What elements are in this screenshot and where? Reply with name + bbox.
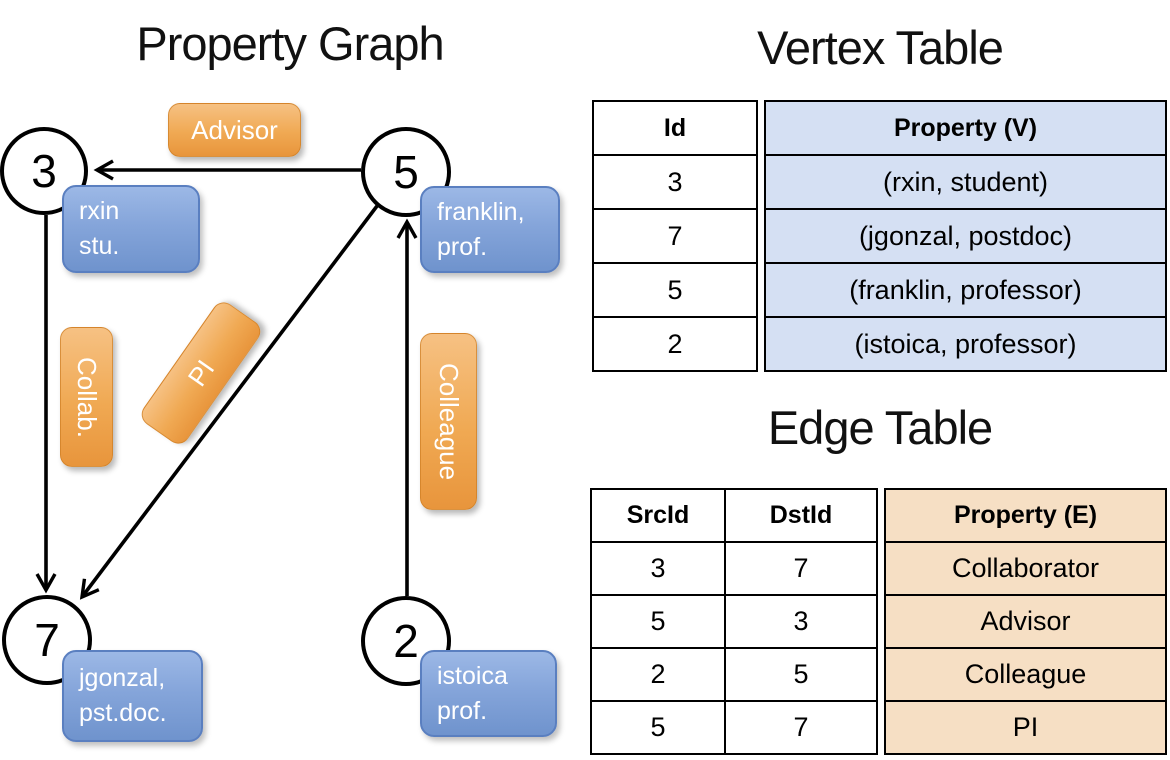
edge-property-cell: Collaborator xyxy=(884,541,1167,596)
edge-table-header-property: Property (E) xyxy=(884,488,1167,543)
edge-label-advisor: Advisor xyxy=(168,103,301,157)
edge-srcid-cell: 2 xyxy=(590,647,726,702)
vertex-id-cell: 3 xyxy=(592,154,758,210)
edge-dstid-cell: 7 xyxy=(724,700,878,755)
table-row: (istoica, professor) xyxy=(764,316,1167,372)
edge-label-text: PI xyxy=(181,354,220,392)
vertex-property-cell: (rxin, student) xyxy=(764,154,1167,210)
edge-srcid-cell: 5 xyxy=(590,700,726,755)
vertex-property-box-2: istoica prof. xyxy=(420,650,557,737)
vertex-table-header-property: Property (V) xyxy=(764,100,1167,156)
edge-label-text: Advisor xyxy=(191,114,278,145)
edge-srcid-cell: 5 xyxy=(590,594,726,649)
property-line: stu. xyxy=(79,232,120,260)
edge-dstid-cell: 7 xyxy=(724,541,878,596)
table-row: 5 3 xyxy=(590,594,878,649)
vertex-property-cell: (istoica, professor) xyxy=(764,316,1167,372)
property-line: istoica xyxy=(437,661,508,690)
vertex-table-header-id: Id xyxy=(592,100,758,156)
edge-label-colleague: Colleague xyxy=(420,333,477,510)
table-row: (franklin, professor) xyxy=(764,262,1167,318)
node-id-label: 3 xyxy=(31,145,57,197)
edge-label-text: Collab. xyxy=(72,356,102,438)
edge-table-property-column: Property (E) Collaborator Advisor Collea… xyxy=(884,488,1167,755)
vertex-property-cell: (franklin, professor) xyxy=(764,262,1167,318)
vertex-id-cell: 5 xyxy=(592,262,758,318)
table-row: 3 xyxy=(592,154,758,210)
edge-dstid-cell: 5 xyxy=(724,647,878,702)
table-row: 7 xyxy=(592,208,758,264)
edge-label-text: Colleague xyxy=(434,362,464,481)
vertex-id-cell: 7 xyxy=(592,208,758,264)
node-id-label: 7 xyxy=(34,614,60,666)
vertex-property-box-7: jgonzal, pst.doc. xyxy=(62,650,203,742)
property-line: prof. xyxy=(437,232,488,261)
edge-pi-arrow xyxy=(79,204,379,600)
node-id-label: 2 xyxy=(393,615,419,667)
vertex-table-property-column: Property (V) (rxin, student) (jgonzal, p… xyxy=(764,100,1167,372)
table-row: 2 5 xyxy=(590,647,878,702)
graph-edges-layer xyxy=(35,159,418,600)
table-row: 2 xyxy=(592,316,758,372)
edge-property-cell: Advisor xyxy=(884,594,1167,649)
vertex-property-cell: (jgonzal, postdoc) xyxy=(764,208,1167,264)
vertex-id-cell: 2 xyxy=(592,316,758,372)
graph-node-2: 2 xyxy=(361,596,451,686)
vertex-property-box-5: franklin, prof. xyxy=(420,186,560,273)
property-line: rxin xyxy=(79,197,120,225)
property-line: jgonzal, xyxy=(79,664,166,692)
table-row: (rxin, student) xyxy=(764,154,1167,210)
vertex-property-box-3: rxin stu. xyxy=(62,185,200,273)
node-id-label: 5 xyxy=(393,146,419,198)
edge-srcid-cell: 3 xyxy=(590,541,726,596)
table-row: Collaborator xyxy=(884,541,1167,596)
table-row: 5 7 xyxy=(590,700,878,755)
edge-table-id-columns: SrcId DstId 3 7 5 3 2 5 5 7 xyxy=(590,488,878,755)
edge-dstid-cell: 3 xyxy=(724,594,878,649)
property-graph-title: Property Graph xyxy=(136,17,444,70)
edge-property-cell: Colleague xyxy=(884,647,1167,702)
table-row: Colleague xyxy=(884,647,1167,702)
property-line: franklin, xyxy=(437,197,525,226)
table-row: (jgonzal, postdoc) xyxy=(764,208,1167,264)
vertex-table-title: Vertex Table xyxy=(757,21,1004,74)
edge-table-header-srcid: SrcId xyxy=(590,488,726,543)
table-row: Advisor xyxy=(884,594,1167,649)
property-line: pst.doc. xyxy=(79,699,167,727)
table-row: 3 7 xyxy=(590,541,878,596)
edge-property-cell: PI xyxy=(884,700,1167,755)
table-row: PI xyxy=(884,700,1167,755)
vertex-table-id-column: Id 3 7 5 2 xyxy=(592,100,758,372)
table-row: 5 xyxy=(592,262,758,318)
edge-label-collab: Collab. xyxy=(60,327,113,467)
edge-table-header-dstid: DstId xyxy=(724,488,878,543)
property-line: prof. xyxy=(437,696,488,725)
edge-table-title: Edge Table xyxy=(767,401,993,454)
graph-node-5: 5 xyxy=(361,127,451,217)
